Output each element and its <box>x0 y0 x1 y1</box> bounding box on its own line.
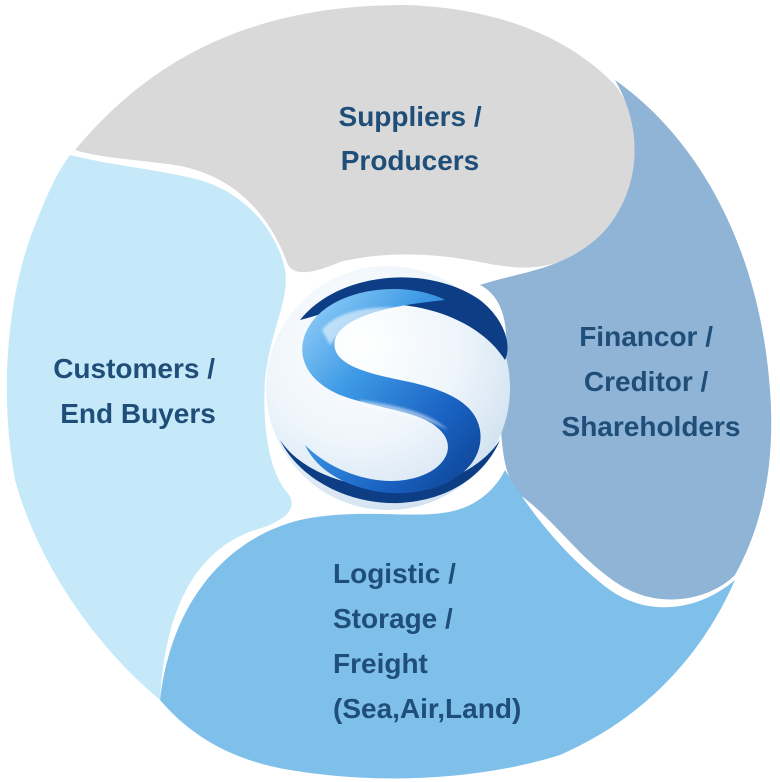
financiers-label-line-1: Financor / <box>579 321 713 352</box>
logistics-label-line-4: (Sea,Air,Land) <box>333 693 521 724</box>
customers-label-line-2: End Buyers <box>60 398 216 429</box>
segment-customers: Customers / End Buyers <box>6 155 292 700</box>
segment-financiers: Financor / Creditor / Shareholders <box>480 80 772 600</box>
logistics-label-line-2: Storage / <box>333 603 453 634</box>
svg-text:Logistic / Storage /: Logistic / Storage / Freight (Sea,Air,La… <box>333 558 521 724</box>
suppliers-label-line-2: Producers <box>341 145 480 176</box>
segment-logistics: Logistic / Storage / Freight (Sea,Air,La… <box>160 470 735 779</box>
segment-customers-shape <box>6 155 292 700</box>
segment-logistics-shape <box>160 470 735 779</box>
logistics-label-line-1: Logistic / <box>333 558 456 589</box>
logistics-label-line-3: Freight <box>333 648 428 679</box>
segment-financiers-shape <box>480 80 772 600</box>
financiers-label-line-2: Creditor / <box>584 366 709 397</box>
customers-label-line-1: Customers / <box>53 353 215 384</box>
svg-text:Suppliers / Producers: Suppliers / Producers <box>339 101 490 176</box>
suppliers-label-line-1: Suppliers / <box>339 101 482 132</box>
svg-text:Customers / End Buyers: Customers / End Buyers <box>53 353 223 429</box>
s-logo-icon <box>266 266 510 510</box>
segment-suppliers: Suppliers / Producers <box>75 5 637 273</box>
svg-text:Financor / Creditor /: Financor / Creditor / Shareholders <box>562 321 741 442</box>
segment-suppliers-shape <box>75 5 637 273</box>
financiers-label-line-3: Shareholders <box>562 411 741 442</box>
